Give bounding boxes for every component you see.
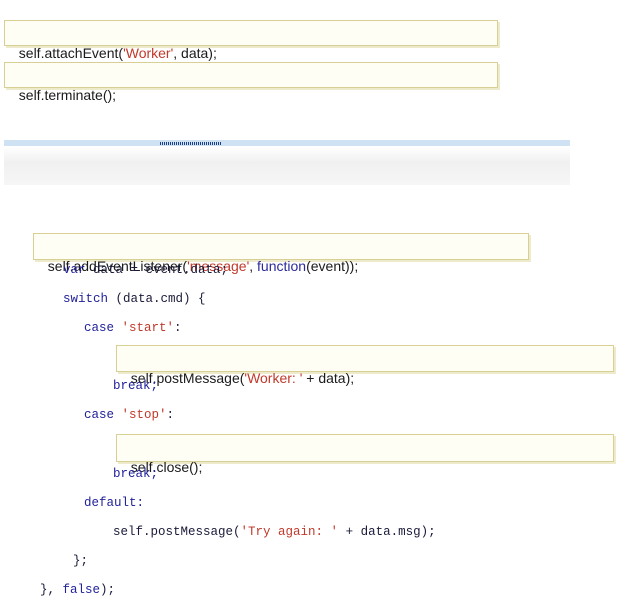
terminate-text: self.terminate();	[18, 87, 117, 103]
target-slot-self-close[interactable]: self.close();	[116, 434, 614, 475]
post-try-suffix: + data.msg);	[338, 525, 436, 539]
closing-keyword: false	[62, 583, 101, 597]
default-keyword: default:	[84, 496, 145, 510]
switch-keyword: switch	[63, 292, 109, 306]
add-listener-prefix: self.addEventListener(	[47, 258, 188, 274]
case-start-space	[114, 321, 122, 335]
code-line-closing: }, false);	[40, 581, 115, 599]
closing-prefix: },	[40, 583, 63, 597]
code-line-post-message-try: self.postMessage('Try again: ' + data.ms…	[113, 523, 436, 541]
case-start-colon: :	[174, 321, 182, 335]
post-try-string: 'Try again: '	[240, 525, 339, 539]
attach-event-suffix: , data);	[173, 45, 217, 61]
target-slot-add-event-listener[interactable]: self.addEventListener('message', functio…	[33, 233, 529, 274]
code-line-var: var data = event.data;	[63, 261, 228, 279]
break-1-keyword: break;	[113, 379, 159, 393]
case-start-string: 'start'	[121, 321, 175, 335]
post-worker-string: 'Worker: '	[244, 370, 303, 386]
case-stop-keyword: case	[84, 408, 115, 422]
switch-rest: (data.cmd) {	[108, 292, 206, 306]
add-listener-keyword: function	[257, 258, 307, 274]
attach-event-prefix: self.attachEvent(	[18, 45, 124, 61]
post-worker-suffix: + data);	[302, 370, 355, 386]
close-brace-text: };	[73, 554, 89, 568]
code-line-break-2: break;	[113, 465, 158, 483]
post-worker-prefix: self.postMessage(	[130, 370, 245, 386]
break-2-keyword: break;	[113, 467, 159, 481]
splitter-shadow	[4, 147, 570, 185]
var-keyword: var	[63, 263, 86, 277]
answer-slot-terminate[interactable]: self.terminate();	[4, 62, 498, 103]
case-stop-string: 'stop'	[121, 408, 167, 422]
answer-slot-attach-event[interactable]: self.attachEvent('Worker', data);	[4, 20, 498, 61]
add-listener-suffix: (event));	[306, 258, 359, 274]
attach-event-string: 'Worker'	[123, 45, 174, 61]
add-listener-middle: ,	[249, 258, 258, 274]
case-start-keyword: case	[84, 321, 115, 335]
post-try-prefix: self.postMessage(	[113, 525, 241, 539]
target-slot-post-message-worker[interactable]: self.postMessage('Worker: ' + data);	[116, 345, 614, 386]
closing-suffix: );	[100, 583, 116, 597]
code-line-break-1: break;	[113, 377, 158, 395]
case-stop-colon: :	[166, 408, 175, 422]
self-close-text: self.close();	[130, 459, 203, 475]
code-line-case-stop: case 'stop':	[84, 406, 174, 424]
splitter-grip-icon[interactable]	[160, 142, 222, 145]
code-line-case-start: case 'start':	[84, 319, 182, 337]
code-line-switch: switch (data.cmd) {	[63, 290, 206, 308]
var-rest: data = event.data;	[85, 263, 229, 277]
code-line-close-brace: };	[73, 552, 88, 570]
code-line-default: default:	[84, 494, 144, 512]
case-stop-space	[114, 408, 122, 422]
splitter-bar[interactable]	[4, 140, 570, 146]
add-listener-string: 'message'	[187, 258, 250, 274]
